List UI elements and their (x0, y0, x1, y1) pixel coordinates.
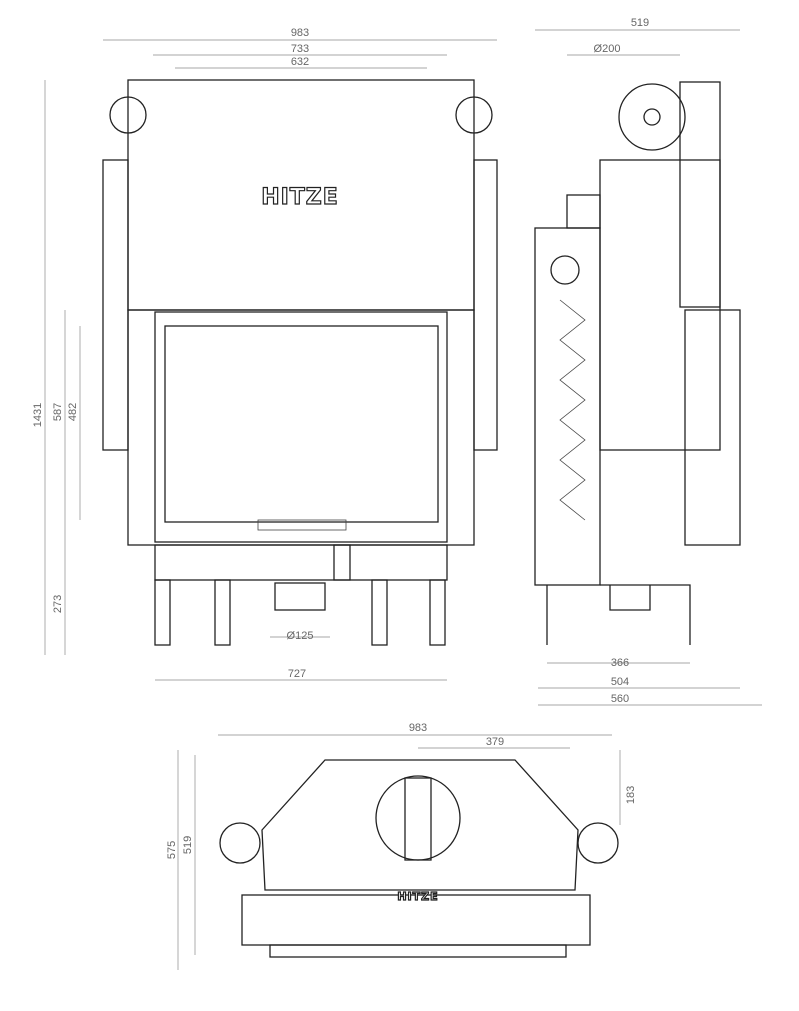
dim-575: 575 (166, 841, 178, 859)
dim-727: 727 (288, 668, 306, 680)
dim-273: 273 (52, 595, 64, 613)
dim-733: 733 (291, 43, 309, 55)
dim-1431: 1431 (32, 403, 44, 427)
side-panel (599, 159, 721, 451)
base (154, 544, 448, 581)
dim-379: 379 (486, 736, 504, 748)
dim-560: 560 (611, 693, 629, 705)
right-fan (577, 822, 619, 864)
top-flue-outlet (375, 775, 461, 861)
dim-366: 366 (611, 657, 629, 669)
left-fan (219, 822, 261, 864)
leg (429, 579, 446, 646)
dim-983: 983 (291, 27, 309, 39)
leg (371, 579, 388, 646)
baffle-zigzag (559, 299, 586, 521)
dim-587: 587 (52, 403, 64, 421)
dim-519: 519 (631, 17, 649, 29)
top-view: HITZE 983 379 183 575 519 (166, 722, 637, 970)
air-vent (257, 519, 347, 531)
dim-d200: Ø200 (594, 43, 621, 55)
top-body (261, 759, 579, 891)
dim-482: 482 (67, 403, 79, 421)
dim-d125: Ø125 (287, 630, 314, 642)
dim-983-top: 983 (409, 722, 427, 734)
left-side-panel (102, 159, 129, 451)
side-front (534, 227, 601, 586)
side-view: 519 Ø200 366 504 560 (534, 17, 762, 706)
door-frame (154, 311, 448, 543)
dim-519-top: 519 (182, 836, 194, 854)
front-view: HITZE 983 733 632 1431 587 482 273 727 Ø… (32, 27, 498, 681)
leg (154, 579, 171, 646)
top-flue-fan-icon (618, 83, 686, 151)
dim-183: 183 (625, 786, 637, 804)
right-side-panel (473, 159, 498, 451)
bottom-flue (274, 582, 326, 611)
dim-504: 504 (611, 676, 629, 688)
body (127, 309, 475, 546)
top-logo: HITZE (397, 890, 438, 903)
air-inlet (550, 255, 580, 285)
glass (164, 325, 439, 523)
leg (214, 579, 231, 646)
handle (333, 544, 351, 581)
dim-632: 632 (291, 56, 309, 68)
front-logo: HITZE (261, 185, 339, 210)
